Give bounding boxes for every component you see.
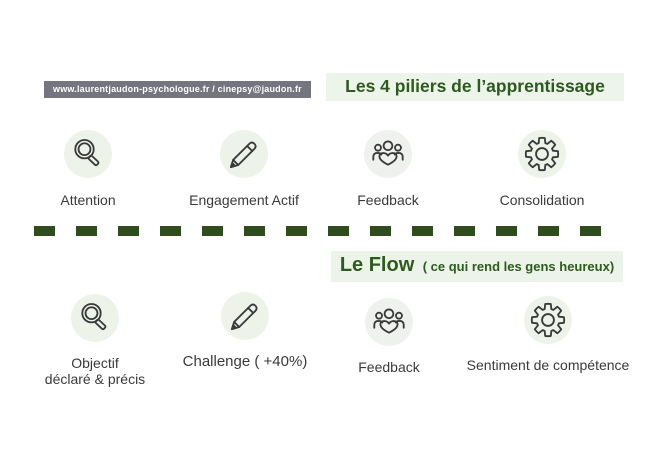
- gear-icon: [524, 136, 560, 172]
- icon-circle: [524, 296, 572, 344]
- gear-icon: [530, 302, 566, 338]
- flow-competence: Sentiment de compétence: [460, 296, 636, 374]
- icon-circle: [518, 130, 566, 178]
- flow-label: Challenge ( +40%): [182, 353, 308, 370]
- flow-heading: Le Flow ( ce qui rend les gens heureux): [331, 251, 623, 282]
- pillar-consolidation: Consolidation: [468, 130, 616, 209]
- flow-subtitle: ( ce qui rend les gens heureux): [422, 259, 615, 274]
- flow-title: Le Flow: [339, 254, 415, 276]
- website-badge: www.laurentjaudon-psychologue.fr / cinep…: [44, 81, 311, 98]
- pillar-label: Consolidation: [499, 192, 585, 208]
- pillar-engagement: Engagement Actif: [174, 130, 314, 209]
- group-icon: [372, 140, 404, 166]
- magnifier-icon: [81, 303, 107, 331]
- pencil-icon: [230, 303, 258, 331]
- flow-label: Feedback: [358, 359, 420, 375]
- flow-objectif: Objectif déclaré & précis: [20, 294, 170, 387]
- icon-circle: [365, 298, 413, 346]
- pillar-label: Feedback: [357, 192, 419, 208]
- pillar-label: Attention: [60, 192, 116, 208]
- pencil-icon: [229, 141, 257, 169]
- pillar-label: Engagement Actif: [189, 192, 299, 208]
- icon-circle: [364, 130, 412, 178]
- icon-circle: [71, 294, 119, 342]
- magnifier-icon: [74, 139, 100, 167]
- pillar-attention: Attention: [18, 130, 158, 209]
- flow-label-line1: Objectif: [71, 355, 119, 371]
- pillar-feedback: Feedback: [318, 130, 458, 209]
- flow-challenge: Challenge ( +40%): [165, 292, 325, 371]
- flow-feedback: Feedback: [314, 298, 464, 376]
- group-icon: [373, 308, 405, 334]
- page-title: Les 4 piliers de l’apprentissage: [326, 73, 624, 101]
- icon-circle: [64, 130, 112, 178]
- flow-label: Objectif déclaré & précis: [44, 355, 146, 387]
- dashed-divider: [34, 226, 622, 236]
- flow-label-line2: déclaré & précis: [44, 370, 146, 387]
- icon-circle: [221, 292, 269, 340]
- icon-circle: [220, 130, 268, 178]
- flow-label: Sentiment de compétence: [466, 357, 630, 373]
